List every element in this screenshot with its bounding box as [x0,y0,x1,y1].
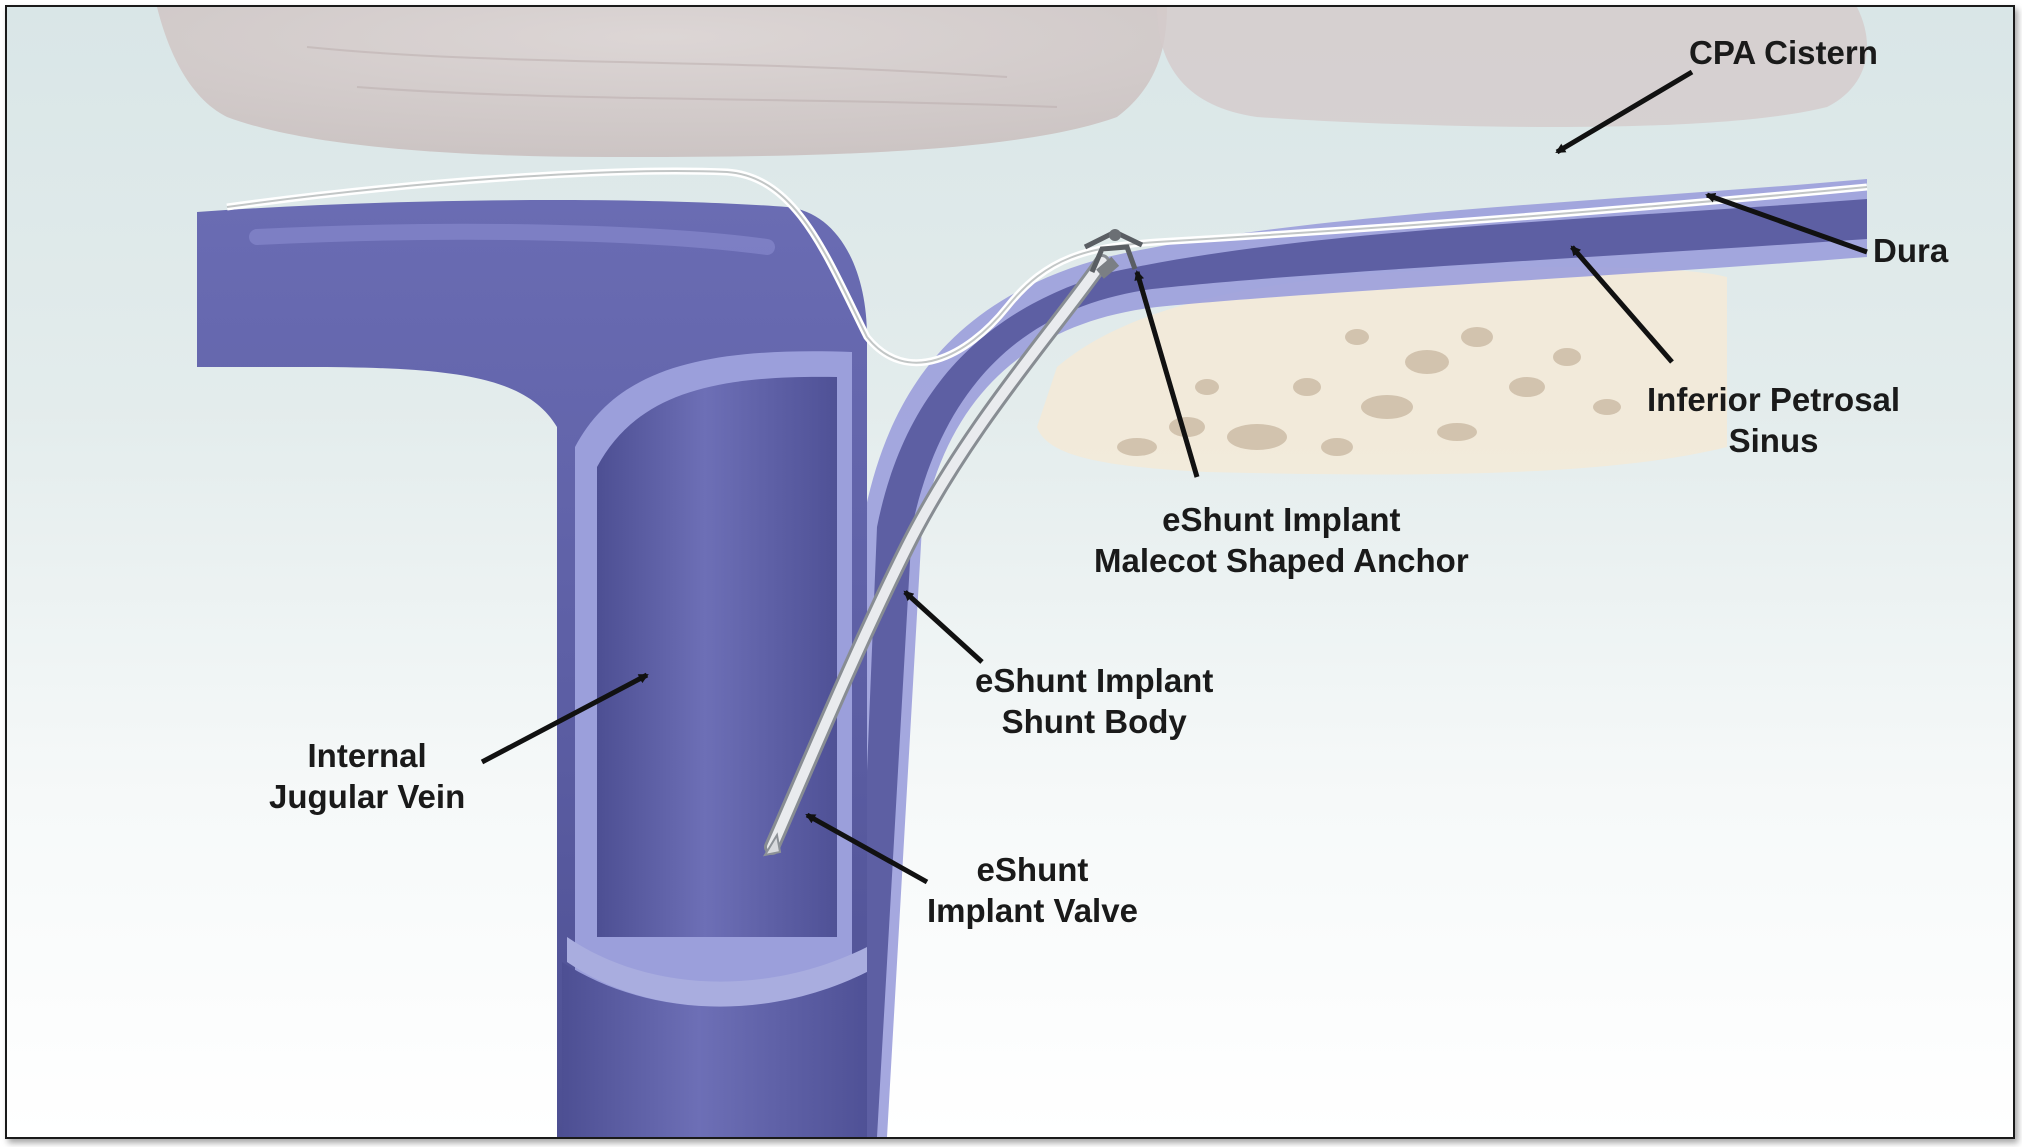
petrous-bone [1037,267,1727,475]
label-inferior-petrosal-sinus: Inferior Petrosal Sinus [1647,381,1901,459]
arrow-malecot-anchor [1134,270,1200,478]
brain-tissue [157,7,1867,157]
label-cpa-cistern: CPA Cistern [1689,34,1878,71]
annotation-arrows [480,69,1868,885]
background [7,7,2013,1137]
label-shunt-body: eShunt Implant Shunt Body [975,662,1214,740]
label-jugular-vein: Internal Jugular Vein [269,737,466,815]
label-dura: Dura [1873,232,1949,269]
anatomy-illustration [7,7,2013,1137]
label-valve: eShunt Implant Valve [927,851,1138,929]
shunt-device [762,229,1144,857]
arrow-cpa-cistern [1555,69,1694,155]
arrow-dura [1705,192,1868,255]
arrow-valve [805,812,929,885]
arrow-inferior-petrosal-sinus [1570,245,1674,364]
figure-frame: CPA Cistern Dura Inferior Petrosal Sinus… [5,5,2015,1139]
malecot-anchor [1083,229,1144,279]
label-malecot-anchor: eShunt Implant Malecot Shaped Anchor [1094,501,1469,579]
arrow-jugular-vein [480,672,649,765]
internal-jugular-vein [197,200,867,1137]
arrow-shunt-body [903,590,984,664]
